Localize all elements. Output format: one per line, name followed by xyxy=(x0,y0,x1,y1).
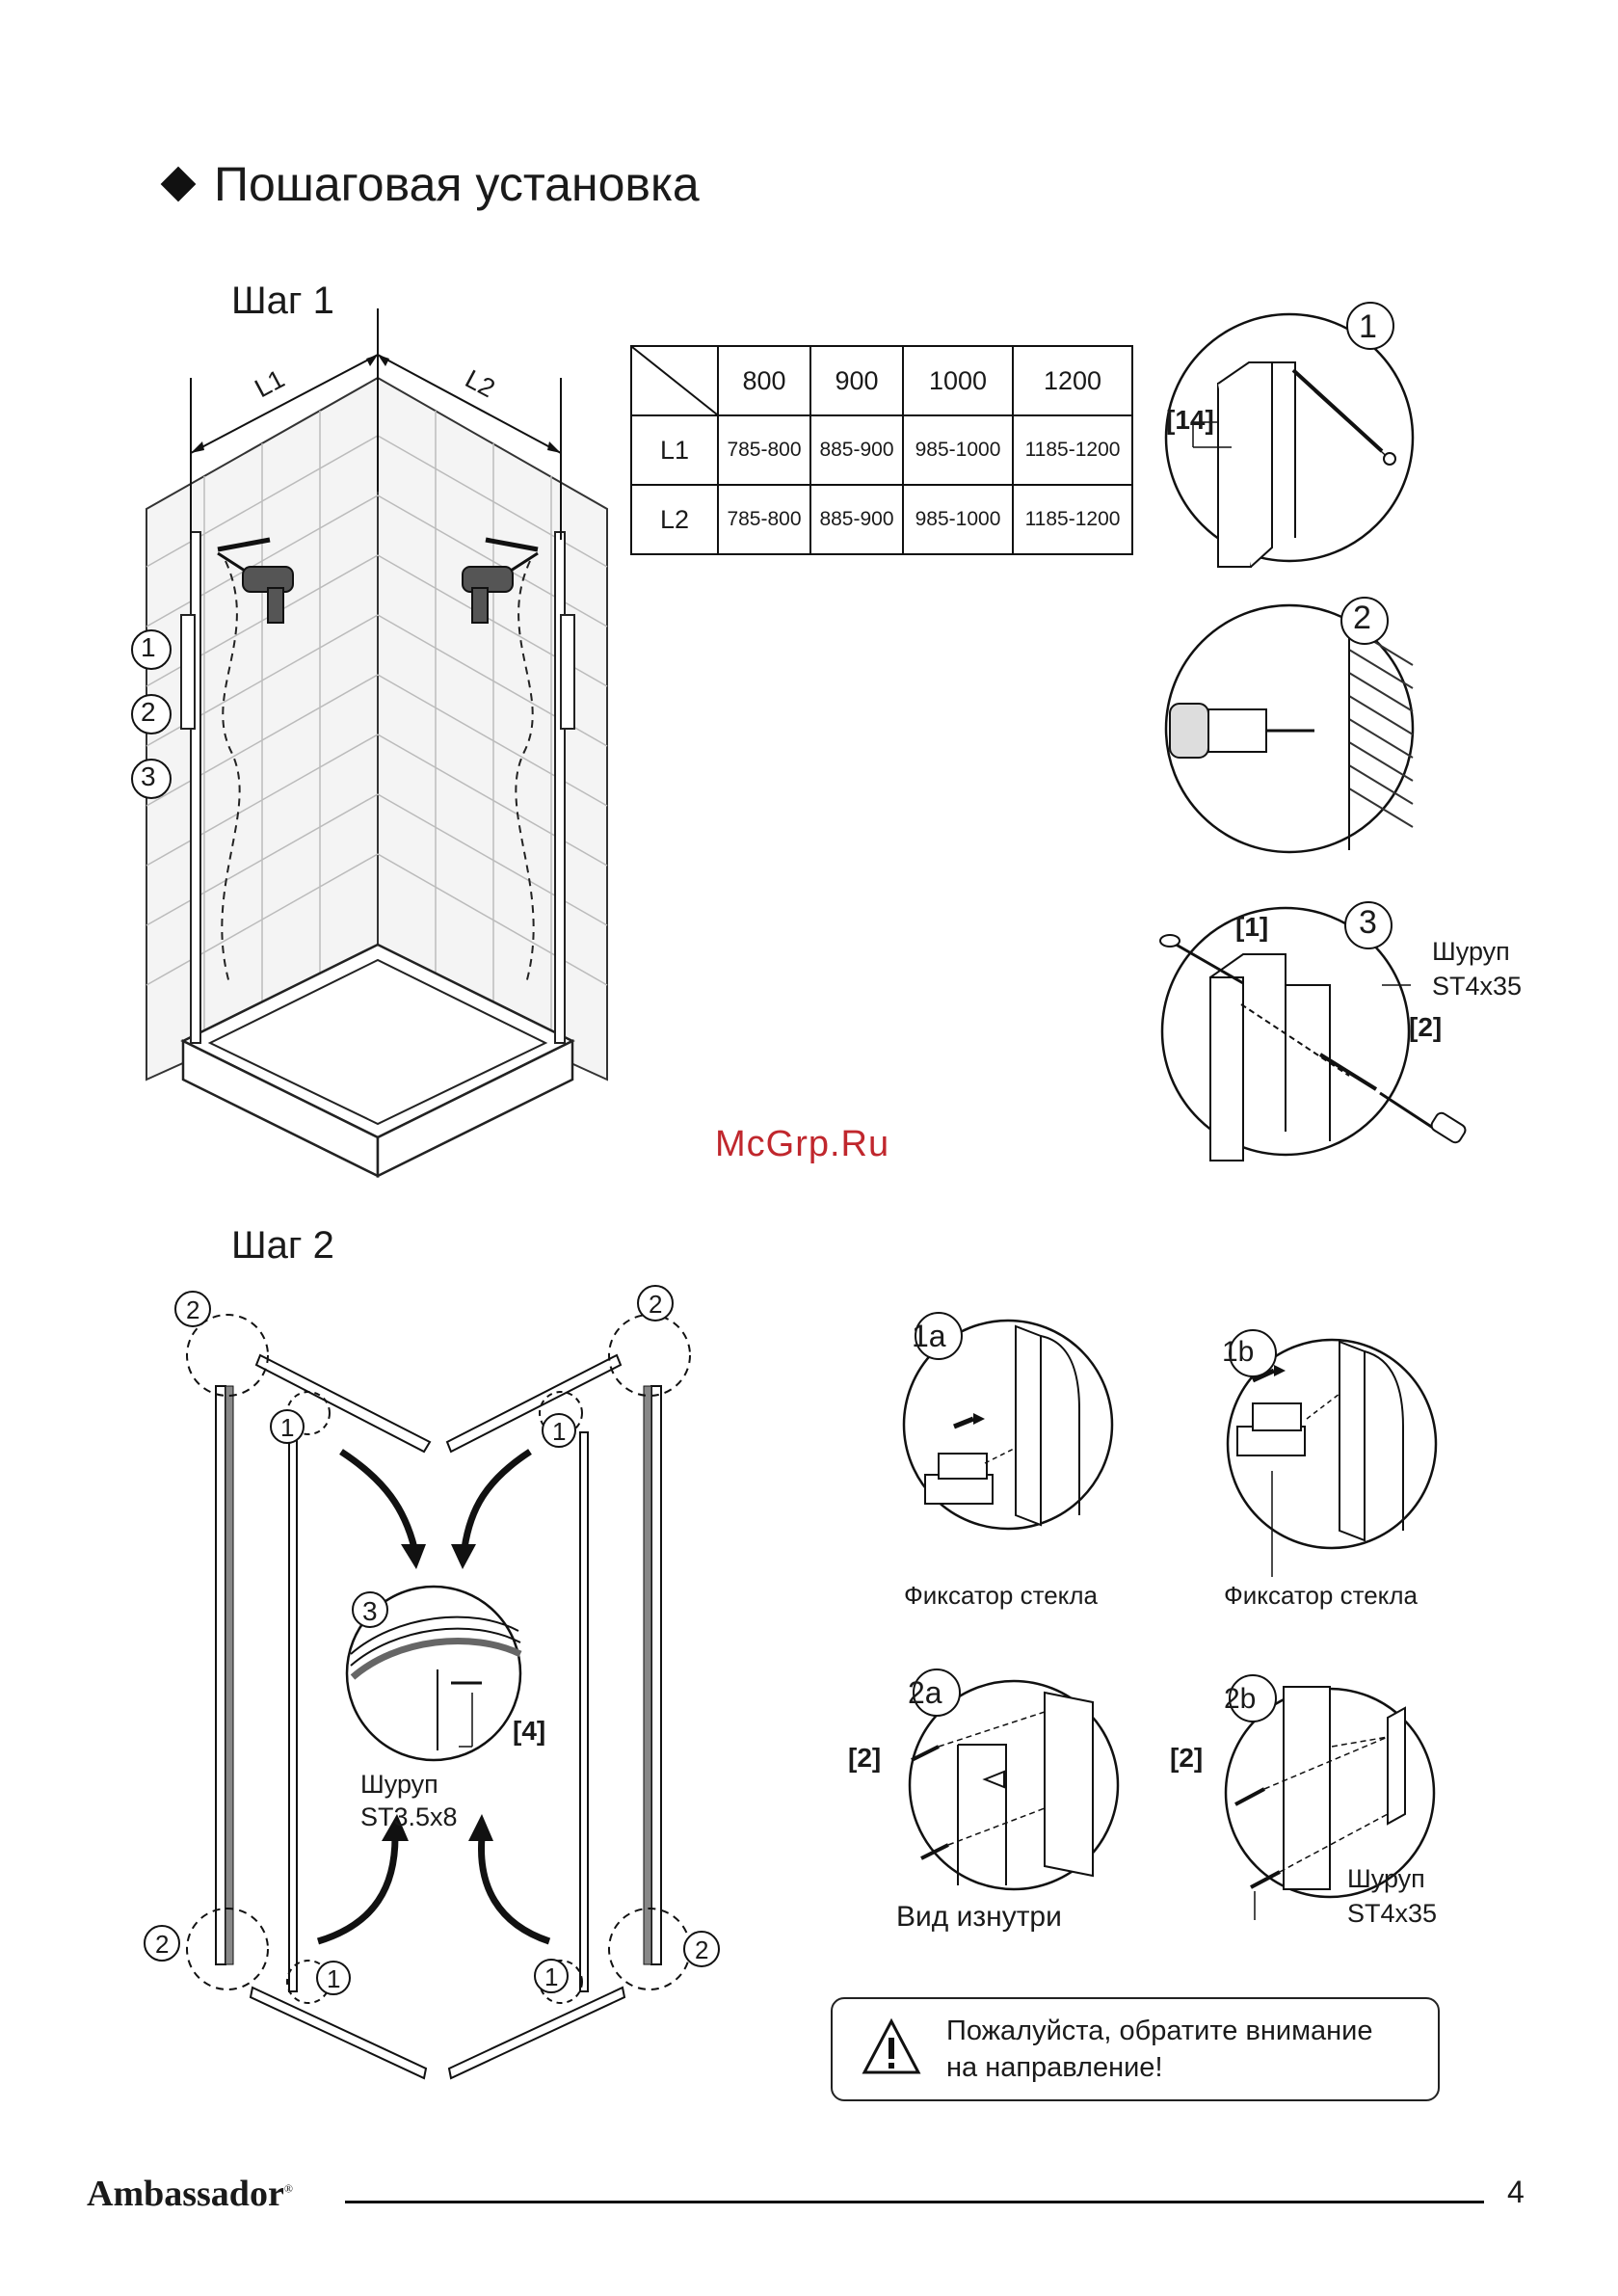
detail-1-profile xyxy=(1164,302,1415,568)
detail-1a-caption: Фиксатор стекла xyxy=(904,1581,1098,1610)
table-corner xyxy=(630,345,719,416)
table-header: 1000 xyxy=(902,345,1014,416)
table-cell: 1185-1200 xyxy=(1012,414,1133,486)
table-cell: 985-1000 xyxy=(902,484,1014,555)
dimension-table: 800 900 1000 1200 L1 785-800 885-900 985… xyxy=(630,345,1133,555)
step2-callout-1-bl: 1 xyxy=(327,1964,341,1993)
detail-2b-screw-label: Шуруп xyxy=(1347,1864,1425,1893)
step2-callout-2-tr: 2 xyxy=(649,1290,663,1319)
detail-2b-part: [2] xyxy=(1170,1743,1204,1773)
callout-1: 1 xyxy=(141,632,156,662)
detail-1-number: 1 xyxy=(1359,308,1377,345)
diamond-bullet-icon xyxy=(160,166,197,202)
detail-1b-number: 1b xyxy=(1222,1336,1255,1368)
detail-2a-part: [2] xyxy=(848,1743,882,1773)
detail-3-number: 3 xyxy=(1359,904,1377,941)
detail-2b-number: 2b xyxy=(1224,1683,1257,1715)
detail-1b-caption: Фиксатор стекла xyxy=(1224,1581,1418,1610)
step2-detail-3-screw-label: Шуруп xyxy=(360,1770,438,1799)
table-cell: 1185-1200 xyxy=(1012,484,1133,555)
detail-1b-glass-retainer xyxy=(1226,1329,1438,1577)
detail-2b-screw-size: ST4x35 xyxy=(1347,1899,1438,1928)
detail-2b-screw-mount xyxy=(1224,1674,1436,1920)
step2-label: Шаг 2 xyxy=(231,1224,334,1267)
step2-callout-2-bl: 2 xyxy=(155,1930,170,1959)
detail-1-part: [14] xyxy=(1166,405,1214,435)
warning-box: Пожалуйста, обратите внимание на направл… xyxy=(831,1997,1440,2101)
table-cell: 985-1000 xyxy=(902,414,1014,486)
callout-3: 3 xyxy=(141,761,156,791)
table-cell: 885-900 xyxy=(809,414,904,486)
footer-divider xyxy=(345,2201,1484,2203)
detail-2a-number: 2a xyxy=(908,1675,942,1710)
step2-detail-3-number: 3 xyxy=(362,1596,378,1626)
door-assembly-illustration xyxy=(144,1285,720,2080)
table-header: 800 xyxy=(717,345,811,416)
detail-3-part2: [2] xyxy=(1409,1012,1443,1042)
detail-2a-inside-view xyxy=(908,1669,1120,1891)
step2-callout-2-tl: 2 xyxy=(186,1295,200,1324)
table-cell: 885-900 xyxy=(809,484,904,555)
detail-2-number: 2 xyxy=(1353,600,1371,636)
table-cell: 785-800 xyxy=(717,484,811,555)
detail-2a-caption: Вид изнутри xyxy=(896,1901,1062,1933)
callout-2: 2 xyxy=(141,697,156,727)
step2-callout-1-tr: 1 xyxy=(552,1417,567,1446)
detail-1a-glass-retainer xyxy=(902,1312,1114,1531)
page-number: 4 xyxy=(1507,2175,1525,2209)
step2-callout-1-tl: 1 xyxy=(280,1413,295,1442)
page-title: Пошаговая установка xyxy=(160,156,700,212)
step1-callouts xyxy=(131,629,172,799)
warning-line-1: Пожалуйста, обратите внимание xyxy=(946,2016,1373,2046)
detail-3-part1: [1] xyxy=(1235,912,1269,942)
detail-1a-number: 1a xyxy=(912,1319,946,1353)
step1-label: Шаг 1 xyxy=(231,280,334,322)
table-row-label: L2 xyxy=(630,484,719,555)
detail-3-screw-label: Шуруп xyxy=(1432,937,1510,966)
table-header: 1200 xyxy=(1012,345,1133,416)
drill-left-icon xyxy=(217,537,294,624)
watermark: McGrp.Ru xyxy=(715,1124,890,1164)
step2-callout-1-br: 1 xyxy=(544,1962,559,1991)
drill-right-icon xyxy=(462,537,539,624)
table-header: 900 xyxy=(809,345,904,416)
detail-3-screw-mount xyxy=(1159,901,1467,1161)
detail-3-screw-size: ST4x35 xyxy=(1432,972,1523,1001)
detail-2-drilling xyxy=(1164,597,1415,854)
brand-logo: Ambassador® xyxy=(87,2174,293,2214)
step2-callout-2-br: 2 xyxy=(695,1936,709,1964)
warning-text: Пожалуйста, обратите внимание на направл… xyxy=(946,2013,1373,2086)
warning-line-2: на направление! xyxy=(946,2052,1163,2083)
table-row-label: L1 xyxy=(630,414,719,486)
warning-triangle-icon xyxy=(862,2017,921,2074)
shower-corner-illustration xyxy=(146,308,608,1179)
step2-detail-3-part: [4] xyxy=(513,1716,546,1746)
step2-detail-3-screw-size: ST3.5x8 xyxy=(360,1802,458,1831)
table-cell: 785-800 xyxy=(717,414,811,486)
